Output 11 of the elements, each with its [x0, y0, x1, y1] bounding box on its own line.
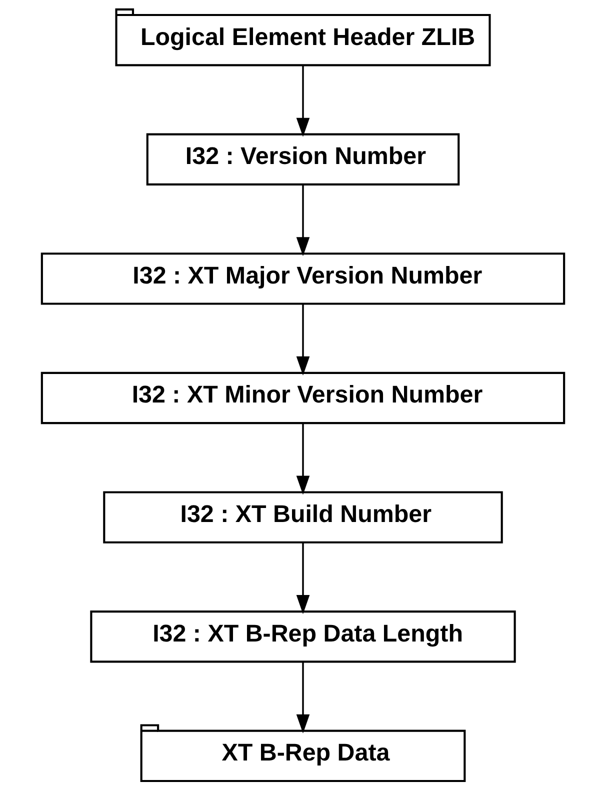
arrow — [296, 662, 310, 734]
node-box: I32 : Version Number — [146, 133, 460, 186]
arrow — [296, 65, 310, 137]
arrow — [296, 542, 310, 614]
node-box: I32 : XT B-Rep Data Length — [90, 610, 516, 663]
node-box: I32 : XT Build Number — [103, 491, 503, 544]
node-box: I32 : XT Major Version Number — [40, 252, 566, 305]
arrow — [296, 184, 310, 256]
node-box: I32 : XT Minor Version Number — [40, 372, 566, 424]
arrow — [296, 304, 310, 376]
arrow — [296, 423, 310, 495]
